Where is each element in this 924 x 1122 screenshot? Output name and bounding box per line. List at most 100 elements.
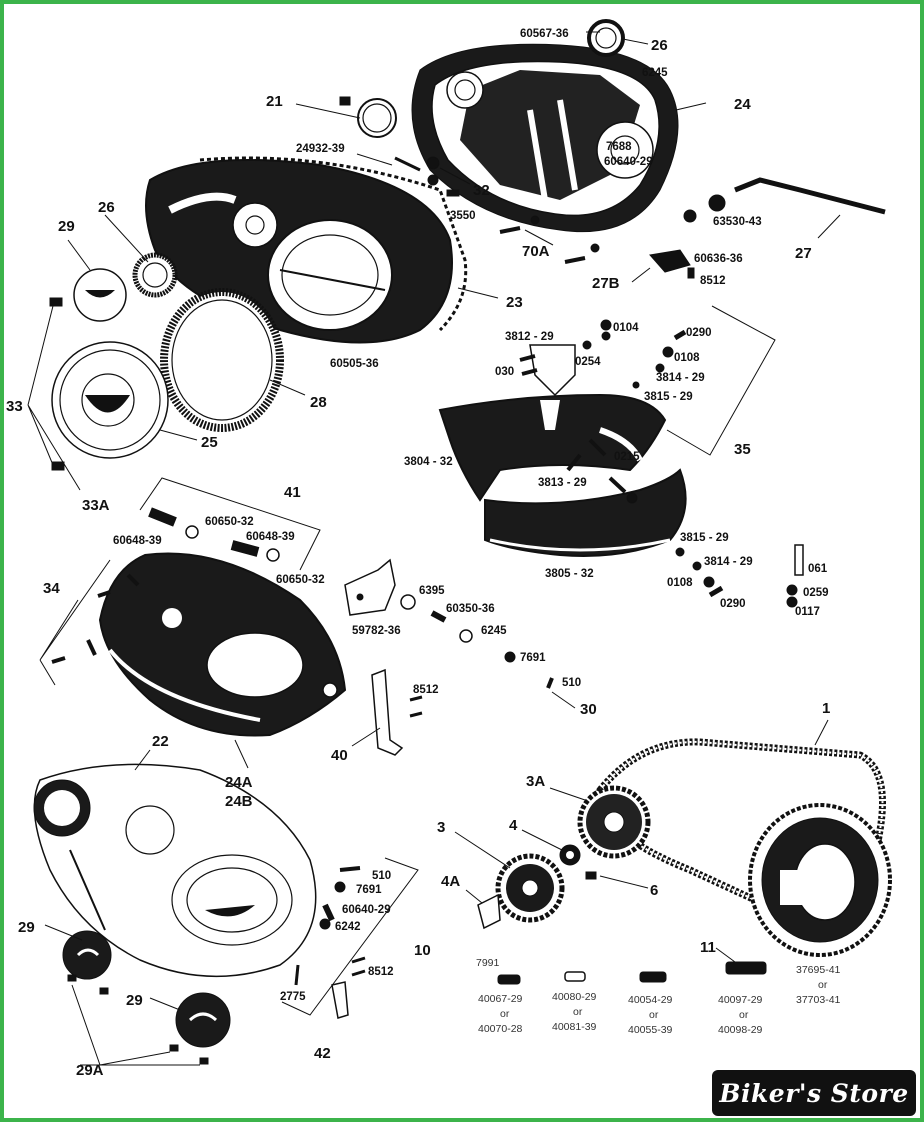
part-number: 24932-39 [296, 143, 345, 155]
part-number: 3815 - 29 [680, 532, 729, 544]
callout-10: 10 [414, 942, 431, 959]
chain-link-part-numbers: 40067-29 or 40070-28 40080-29 or 40081-3… [478, 964, 841, 1036]
part-number: 0117 [795, 606, 820, 618]
callout-41: 41 [284, 484, 301, 501]
leader-lines [27, 31, 841, 1066]
callout-26-left: 26 [98, 199, 115, 216]
part-number: 8512 [413, 684, 439, 696]
cap-29-icon [73, 268, 127, 322]
callout-29-mid: 29 [18, 919, 35, 936]
callout-6: 6 [650, 882, 658, 899]
primary-cover-22 [33, 763, 317, 978]
outer-primary-cover [411, 43, 679, 233]
callout-1: 1 [822, 700, 830, 717]
callout-26-top: 26 [651, 37, 668, 54]
link-part-number: 40097-29 [718, 994, 763, 1006]
part-number: 7688 [606, 141, 632, 153]
link-part-number: 37695-41 [796, 964, 841, 976]
callout-4: 4 [509, 817, 518, 834]
link-part-number: 40067-29 [478, 993, 523, 1005]
part-number: 60648-39 [246, 531, 295, 543]
part-number: 3804 - 32 [404, 456, 453, 468]
callout-33: 33 [6, 398, 23, 415]
spacer-4a-icon [477, 893, 501, 930]
part-number: 8512 [700, 275, 726, 287]
callout-28: 28 [310, 394, 327, 411]
bracket-40-icon [371, 668, 423, 756]
part-number: 3550 [450, 210, 476, 222]
callout-3: 3 [437, 819, 445, 836]
part-numbers: 60567-36 6245 7688 60640-29 24932-39 355… [113, 28, 829, 1003]
part-number: 60640-29 [604, 156, 653, 168]
retaining-ring-icon [339, 96, 397, 138]
part-number: 60648-39 [113, 535, 162, 547]
cover-hardware-icon [51, 507, 280, 664]
cap-29-lower-icon [62, 930, 231, 1065]
part-number: 510 [372, 870, 391, 882]
link-part-number: 40080-29 [552, 991, 597, 1003]
link-part-number: 40081-39 [552, 1021, 597, 1033]
part-number: 510 [562, 677, 581, 689]
callout-32: 32 [473, 182, 490, 199]
callout-34: 34 [43, 580, 60, 597]
callout-70a: 70A [522, 243, 550, 260]
bracket-59782-icon [344, 558, 554, 689]
key-6-icon [585, 871, 597, 880]
chain-guard-upper [438, 344, 667, 502]
lever-rod-icon [683, 177, 886, 223]
callout-24b: 24B [225, 793, 253, 810]
link-or: or [818, 979, 828, 991]
gasket-28-icon [160, 288, 284, 432]
callout-27: 27 [795, 245, 812, 262]
part-number: 0108 [674, 352, 700, 364]
callout-21: 21 [266, 93, 283, 110]
sprocket-3-icon [495, 853, 565, 923]
cover-22-hardware-icon [294, 866, 366, 1019]
part-number: 0108 [667, 577, 693, 589]
part-number: 7691 [356, 884, 382, 896]
store-watermark-logo: Biker's Store [712, 1070, 916, 1116]
callout-3a: 3A [526, 773, 545, 790]
part-number: 3814 - 29 [704, 556, 753, 568]
part-number: 60567-36 [520, 28, 569, 40]
link-or: or [649, 1009, 659, 1021]
part-number: 0259 [803, 587, 829, 599]
guard-hardware-icon [519, 319, 804, 608]
link-or: or [500, 1008, 510, 1020]
part-number: 6245 [642, 67, 668, 79]
part-number: 59782-36 [352, 625, 401, 637]
part-number: 8512 [368, 966, 394, 978]
part-number: 7991 [476, 957, 500, 969]
fastener-cluster-icon [394, 156, 600, 264]
callout-29-low: 29 [126, 992, 143, 1009]
callout-22: 22 [152, 733, 169, 750]
callout-29-top: 29 [58, 218, 75, 235]
link-or: or [573, 1006, 583, 1018]
part-number: 0290 [686, 327, 712, 339]
bracket-27b-icon [649, 249, 695, 279]
callout-42: 42 [314, 1045, 331, 1062]
part-number: 60650-32 [205, 516, 254, 528]
part-number: 3805 - 32 [545, 568, 594, 580]
callout-40: 40 [331, 747, 348, 764]
callout-27b: 27B [592, 275, 620, 292]
part-number: 60350-36 [446, 603, 495, 615]
part-number: 061 [808, 563, 828, 575]
part-number: 2775 [280, 991, 306, 1003]
callout-24a: 24A [225, 774, 253, 791]
chain-links-row [497, 961, 767, 985]
screw-icon [49, 297, 63, 307]
screw-icon [51, 461, 65, 471]
part-number: 60640-29 [342, 904, 391, 916]
callout-30: 30 [580, 701, 597, 718]
link-part-number: 40070-28 [478, 1023, 523, 1035]
cover-25-icon [51, 341, 169, 459]
seal-ring-icon [587, 19, 625, 57]
part-number: 6245 [481, 625, 507, 637]
part-number: 0290 [720, 598, 746, 610]
part-number: 3814 - 29 [656, 372, 705, 384]
part-number: 6242 [335, 921, 361, 933]
callout-35: 35 [734, 441, 751, 458]
